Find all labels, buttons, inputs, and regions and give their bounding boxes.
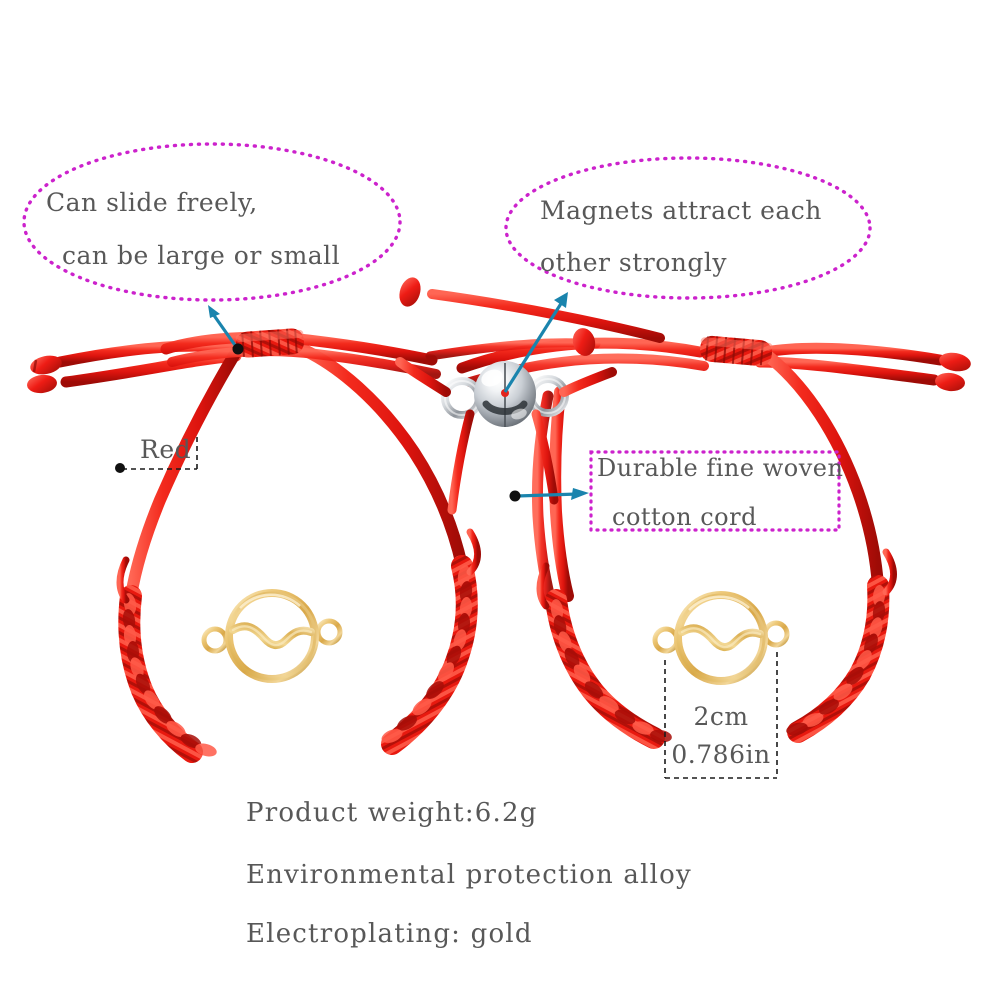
magnets-callout-line2: other strongly	[540, 248, 727, 277]
dimension-imperial: 0.786in	[671, 740, 771, 769]
cord-mid-knot	[572, 328, 596, 356]
right-bracelet-cord-right-arm	[762, 350, 884, 592]
cord-callout-arrow	[509, 488, 589, 502]
left-bracelet-braid-left	[116, 556, 217, 763]
left-bracelet-cord-right-arm	[294, 342, 468, 572]
cord-tail-knot	[27, 374, 57, 394]
magnets-callout-line1: Magnets attract each	[540, 196, 822, 225]
red-label-leader	[115, 437, 198, 473]
spec-weight: Product weight:6.2g	[246, 798, 538, 828]
magnets-callout-ellipse	[504, 156, 872, 300]
cord-tail-knot	[399, 277, 421, 307]
left-bracelet-top-cord	[160, 331, 438, 366]
cord-tail-knot	[30, 355, 62, 375]
slide-callout-ellipse	[22, 142, 402, 302]
right-bracelet	[399, 277, 971, 749]
left-bracelet-cord-left-arm	[125, 346, 242, 602]
magnetic-clasp-bead	[395, 357, 617, 515]
spec-material: Environmental protection alloy	[246, 860, 692, 890]
gold-wave-charm	[201, 589, 343, 683]
charm-dimension-guide	[664, 652, 778, 779]
color-label-red: Red	[140, 435, 192, 464]
cord-callout-line2: cotton cord	[612, 503, 757, 531]
right-bracelet-braid-right	[786, 548, 897, 743]
magnets-callout-arrow	[503, 292, 568, 393]
slide-callout-line1: Can slide freely,	[46, 188, 258, 217]
dimension-metric: 2cm	[693, 702, 749, 731]
left-bracelet-braid-right	[381, 528, 481, 755]
adjustable-slider-knot	[235, 328, 305, 358]
spec-electroplating: Electroplating: gold	[246, 919, 533, 949]
slide-anchor-dot	[232, 343, 244, 355]
cord-tail-knot	[935, 372, 965, 392]
free-cord-tail	[427, 289, 665, 343]
right-bracelet-braid-left	[536, 562, 672, 749]
cord-anchor-dot	[509, 490, 521, 502]
cord-callout-line1: Durable fine woven	[597, 454, 844, 482]
slide-callout-arrow	[208, 305, 244, 355]
right-bracelet-cord-left-arm	[549, 386, 574, 602]
red-label-anchor-dot	[115, 463, 125, 473]
cord-callout-box	[589, 450, 841, 532]
cord-tail-knot	[939, 352, 971, 372]
slide-callout-line2: can be large or small	[62, 241, 341, 270]
adjustable-slider-knot	[700, 335, 773, 367]
gold-wave-charm	[652, 591, 790, 685]
